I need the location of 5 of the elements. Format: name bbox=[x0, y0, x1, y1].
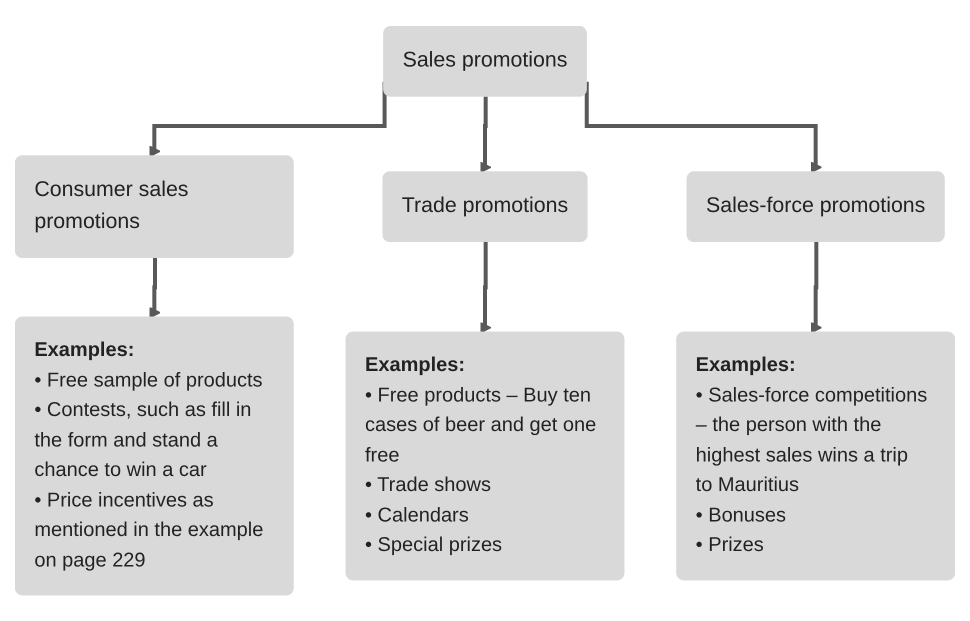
arrow bbox=[480, 242, 492, 334]
arrow bbox=[149, 258, 161, 318]
arrow bbox=[480, 96, 492, 174]
arrow bbox=[810, 242, 822, 334]
arrow bbox=[584, 82, 822, 174]
